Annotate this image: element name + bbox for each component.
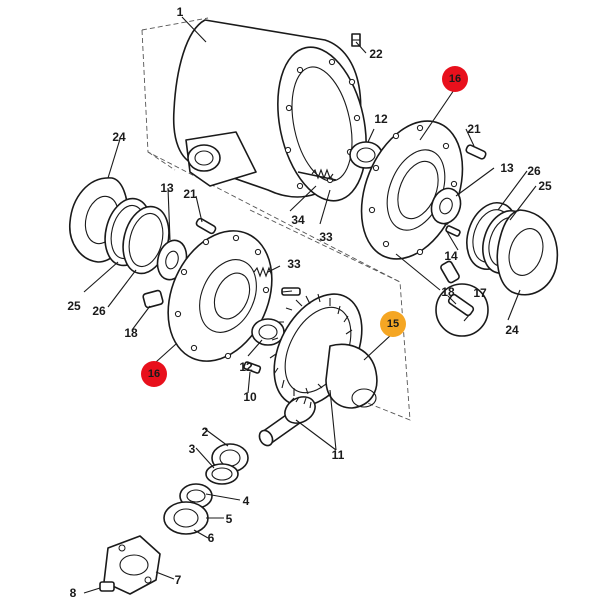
seal-rings-left <box>69 177 170 275</box>
axle-housing <box>172 19 367 202</box>
callout-2: 2 <box>202 425 209 439</box>
badge-16-bottom <box>141 361 167 387</box>
callout-10: 10 <box>243 390 257 404</box>
pin-lower <box>243 361 262 374</box>
callout-13-left: 13 <box>160 181 174 195</box>
badge-16-top <box>442 66 468 92</box>
pin-right <box>465 144 487 160</box>
badge-16-bottom-label: 16 <box>148 368 160 380</box>
callout-4: 4 <box>243 494 250 508</box>
callout-33-lower: 33 <box>287 257 301 271</box>
callout-18-right: 18 <box>441 285 455 299</box>
callout-34: 34 <box>291 213 305 227</box>
badge-15-label: 15 <box>387 318 399 330</box>
callout-14: 14 <box>444 249 458 263</box>
callout-18-left: 18 <box>124 326 138 340</box>
callout-25-right: 25 <box>538 179 552 193</box>
block-left <box>142 289 164 309</box>
badge-callouts: 16 16 15 <box>141 66 468 387</box>
callout-25-left: 25 <box>67 299 81 313</box>
stud-and-spring-upper <box>297 168 337 181</box>
crown-wheel-and-differential <box>269 293 378 409</box>
callout-24-left: 24 <box>112 130 126 144</box>
bearing-cup-lower <box>251 318 285 346</box>
pinion-gear-right <box>430 187 462 225</box>
callout-12-lower: 12 <box>239 360 253 374</box>
callout-33-upper: 33 <box>319 230 333 244</box>
callout-5: 5 <box>226 512 233 526</box>
callout-7: 7 <box>175 573 182 587</box>
callout-12-upper: 12 <box>374 112 388 126</box>
leader-lines <box>83 16 537 594</box>
callout-labels: 1 22 12 21 13 26 25 34 33 14 24 13 21 33… <box>67 5 552 600</box>
callout-26-right: 26 <box>527 164 541 178</box>
pinion-bearing-stack <box>163 443 249 535</box>
housing-bolt <box>351 33 361 47</box>
callout-13-right: 13 <box>500 161 514 175</box>
callout-6: 6 <box>208 531 215 545</box>
callout-21-left: 21 <box>183 187 197 201</box>
badge-16-top-label: 16 <box>449 73 461 85</box>
pinion-shaft <box>258 396 316 447</box>
callout-24-right: 24 <box>505 323 519 337</box>
seal-rings-right <box>466 202 559 296</box>
carrier-plate-left <box>167 230 273 362</box>
callout-21-right: 21 <box>467 122 481 136</box>
small-pin-right <box>445 225 461 237</box>
badge-15 <box>380 311 406 337</box>
yoke-flange <box>99 535 161 595</box>
callout-3: 3 <box>189 442 196 456</box>
callout-11: 11 <box>332 448 345 462</box>
callout-17: 17 <box>473 286 487 300</box>
callout-8: 8 <box>70 586 77 600</box>
callout-22: 22 <box>369 47 383 61</box>
callout-1: 1 <box>177 5 184 19</box>
pin-left <box>195 217 217 235</box>
assembly-guides <box>141 17 411 421</box>
callout-26-left: 26 <box>92 304 106 318</box>
